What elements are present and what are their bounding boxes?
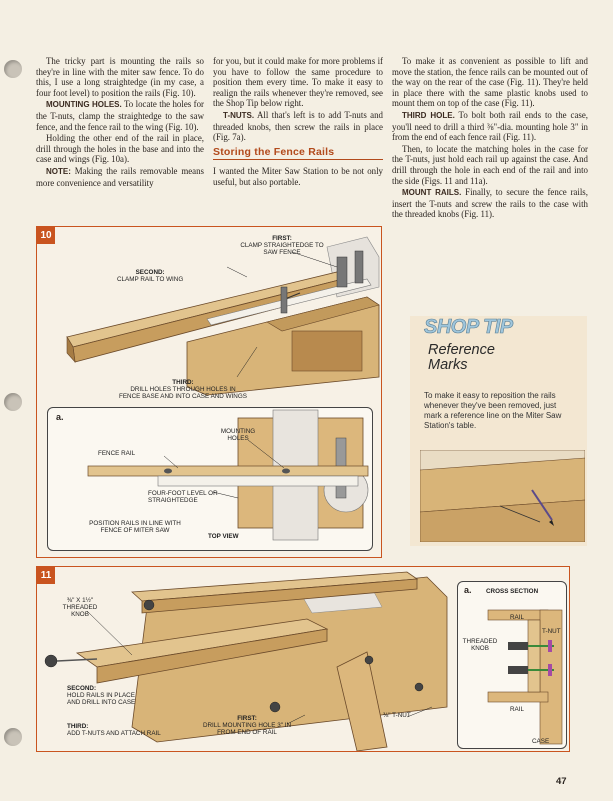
top-view-illustration [87, 409, 369, 541]
inset-letter: a. [56, 412, 64, 422]
label-second: Second:Hold rails in place and drill int… [67, 685, 149, 706]
paragraph-text: To bolt both rail ends to the case, you'… [392, 109, 588, 143]
cross-section-drawing [487, 609, 563, 745]
label-text: Clamp rail to wing [117, 276, 184, 283]
label-step: Second: [67, 685, 97, 692]
paragraph: Note: Making the rails removable means m… [36, 166, 204, 188]
label-first: First:Clamp straightedge to saw fence [237, 235, 327, 256]
text-column-2: for you, but it could make for more prob… [213, 56, 383, 189]
paragraph: for you, but it could make for more prob… [213, 56, 383, 109]
label-tnut-section: T-nut [542, 628, 561, 635]
paragraph: Third Hole. To bolt both rail ends to th… [392, 110, 588, 143]
label-knob: ⅜" x 1½" threaded knob [62, 597, 98, 618]
label-second: Second:Clamp rail to wing [117, 269, 183, 283]
label-step: First: [272, 235, 292, 242]
paragraph: Then, to locate the matching holes in th… [392, 143, 588, 186]
paragraph: I wanted the Miter Saw Station to be not… [213, 166, 383, 187]
detail-inset-a: a. Mounting holes Fence rail Four-foot l… [47, 407, 373, 551]
figure-10: 10 First:Clamp straightedge to saw fence… [36, 226, 382, 558]
subtitle-line: Reference [428, 342, 495, 358]
label-text: Drill mounting hole 3" in from end of ra… [202, 722, 292, 736]
label-tnut: ⅜" T-nut [383, 712, 411, 719]
label-step: Second: [135, 269, 165, 276]
binder-hole-middle [4, 393, 22, 411]
label-mounting-holes: Mounting holes [220, 428, 256, 442]
shop-tip-body: To make it easy to reposition the rails … [424, 391, 562, 430]
label-text: Hold rails in place and drill into case [67, 692, 136, 706]
figure-number: 10 [37, 227, 55, 244]
label-third: Third:Drill holes through holes infence … [119, 379, 247, 400]
label-case: Case [532, 738, 550, 745]
run-in-heading: T-Nuts. [223, 110, 255, 120]
paragraph: Mount Rails. Finally, to secure the fenc… [392, 187, 588, 220]
page-number: 47 [556, 776, 567, 787]
figure-11: 11 ⅜" x 1½" threaded knob Second:Hold ra… [36, 566, 570, 752]
paragraph: Holding the other end of the rail in pla… [36, 133, 204, 165]
label-third: Third:Add T-nuts and attach rail [67, 723, 161, 737]
cross-section-inset: a. Cross section Rail T-nut Threaded kno… [457, 581, 567, 749]
figure-number: 11 [37, 567, 55, 584]
label-threaded-knob: Threaded knob [462, 638, 498, 652]
shop-tip-title: SHOP TIP [424, 316, 514, 339]
case-rails-illustration [44, 571, 448, 751]
label-position: Position rails in line with fence of mit… [89, 520, 181, 534]
paragraph: Mounting Holes. To locate the holes for … [36, 99, 204, 132]
section-heading: Storing the Fence Rails [213, 147, 383, 161]
label-rail-top: Rail [510, 614, 524, 621]
label-first: First:Drill mounting hole 3" in from end… [197, 715, 297, 736]
run-in-heading: Mounting Holes. [46, 100, 122, 110]
label-step: Third: [67, 723, 89, 730]
paragraph: To make it as convenient as possible to … [392, 56, 588, 109]
paragraph-text: Making the rails removable means more co… [36, 165, 204, 188]
label-text: Drill holes through holes in [130, 386, 236, 393]
label-rail-bottom: Rail [510, 706, 524, 713]
label-level: Four-foot level or straightedge [148, 490, 218, 504]
label-cross-section: Cross section [486, 588, 539, 595]
paragraph-text: To locate the holes for the T-nuts, clam… [36, 99, 204, 132]
subtitle-line: Marks [428, 357, 468, 373]
text-column-3: To make it as convenient as possible to … [392, 56, 588, 221]
fence-rail-illustration [66, 236, 380, 396]
paragraph: T-Nuts. All that's left is to add T-nuts… [213, 110, 383, 143]
binder-hole-bottom [4, 728, 22, 746]
inset-letter: a. [464, 585, 472, 595]
label-step: Third: [172, 379, 194, 386]
label-step: First: [237, 715, 257, 722]
paragraph-text: All that's left is to add T-nuts and thr… [213, 109, 383, 143]
paragraph: The tricky part is mounting the rails so… [36, 56, 204, 98]
reference-mark-illustration [420, 450, 585, 542]
label-top-view: Top view [208, 533, 239, 540]
label-text: fence base and into case and wings [119, 393, 247, 400]
label-text: Add T-nuts and attach rail [67, 730, 161, 737]
run-in-heading: Note: [46, 166, 71, 176]
label-fence-rail: Fence rail [98, 450, 136, 457]
paragraph-text: Finally, to secure the fence rails, inse… [392, 187, 588, 220]
run-in-heading: Third Hole. [402, 110, 455, 120]
run-in-heading: Mount Rails. [402, 188, 462, 198]
label-text: Clamp straightedge to saw fence [240, 242, 324, 256]
binder-hole-top [4, 60, 22, 78]
text-column-1: The tricky part is mounting the rails so… [36, 56, 204, 189]
